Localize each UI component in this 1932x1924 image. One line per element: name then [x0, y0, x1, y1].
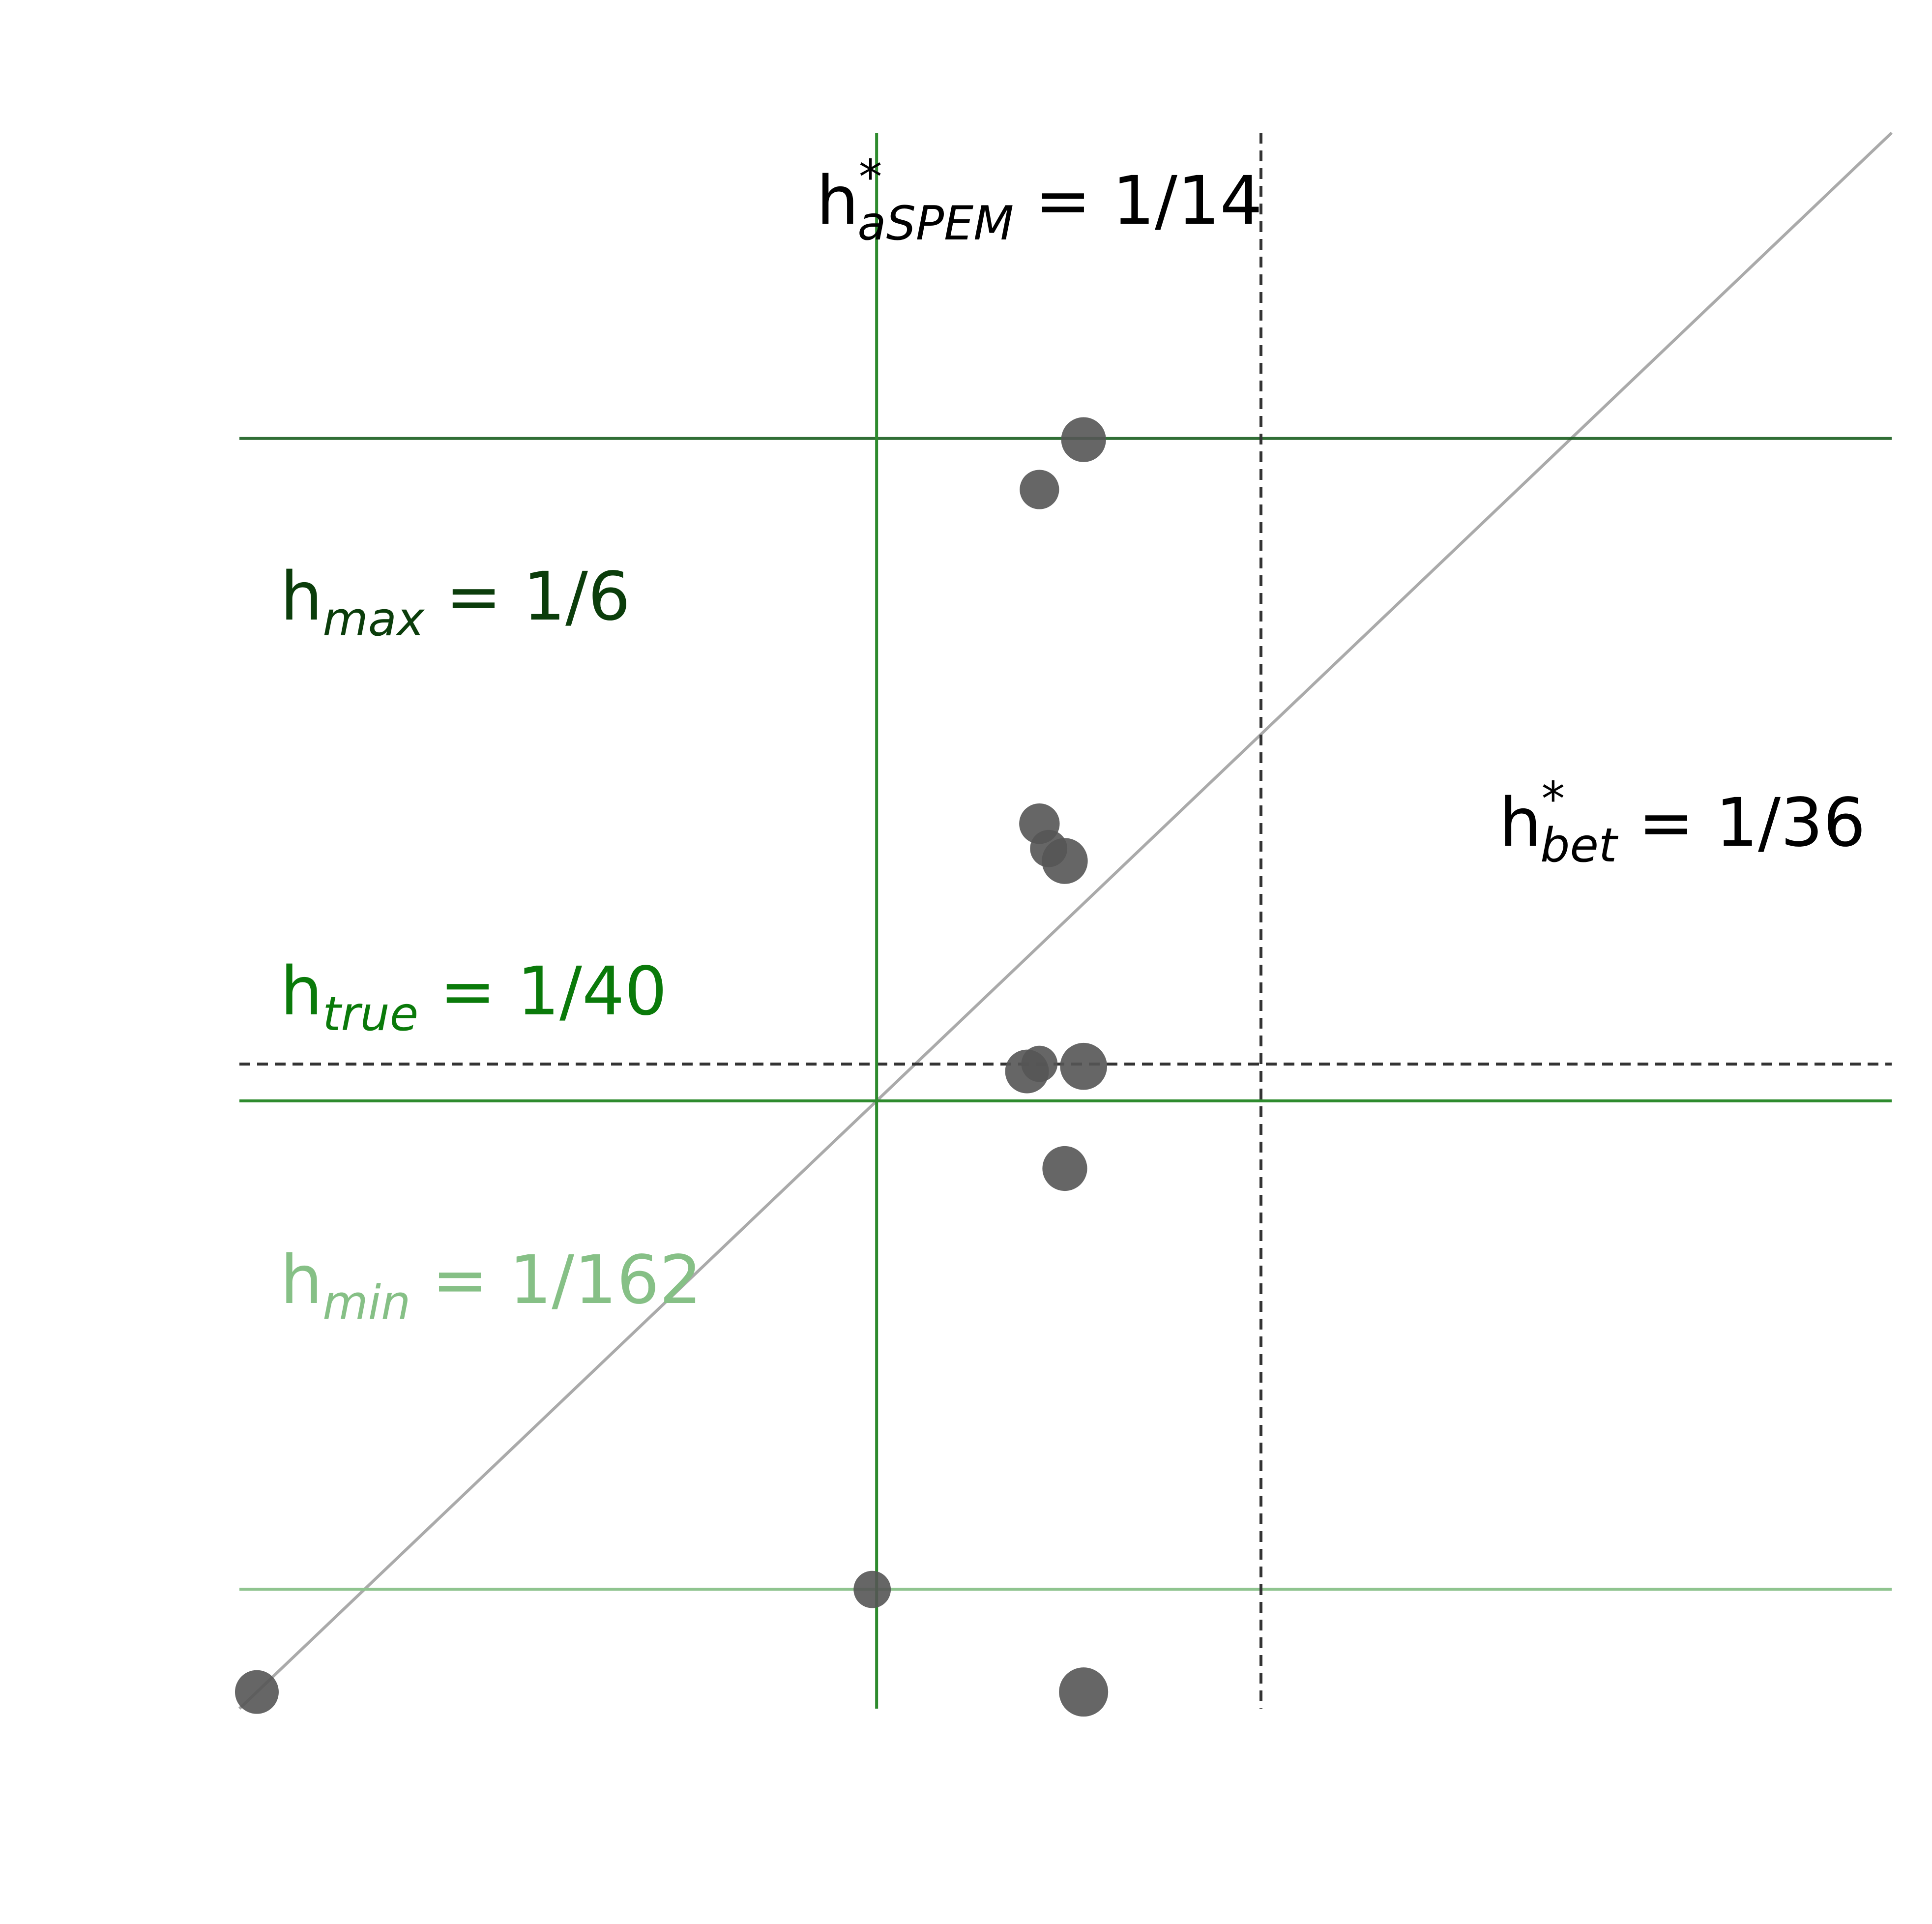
scatter-point — [1060, 1042, 1107, 1090]
label-h-aspem-subscript: aSPEM — [857, 197, 1014, 251]
label-h-bet-base: h — [1499, 784, 1541, 862]
label-h-true-base: h — [280, 953, 322, 1031]
scatter-point — [1042, 1146, 1087, 1191]
scatter-point — [1020, 470, 1059, 509]
label-h-bet-subscript: bet — [1540, 819, 1619, 873]
scatter-point — [1042, 838, 1088, 884]
label-h-max: hmax = 1/6 — [280, 558, 630, 647]
label-h-min-subscript: min — [322, 1276, 410, 1330]
label-h-aspem: h*aSPEM = 1/14 — [817, 150, 1262, 251]
label-h-bet-superscript: * — [1542, 772, 1565, 827]
label-h-min: hmin = 1/162 — [280, 1242, 702, 1330]
label-h-max-base: h — [280, 558, 322, 636]
label-h-aspem-base: h — [817, 162, 859, 240]
scatter-point — [853, 1570, 891, 1608]
label-h-bet: h*bet = 1/36 — [1499, 772, 1866, 873]
scatter-point — [1061, 417, 1106, 462]
identity-line — [238, 131, 1893, 1710]
label-h-max-value: = 1/6 — [424, 558, 630, 636]
label-h-true-subscript: true — [322, 987, 418, 1041]
label-h-max-subscript: max — [322, 592, 425, 647]
plot-points — [234, 417, 1109, 1717]
scatter-point — [1059, 1667, 1109, 1717]
label-h-aspem-value: = 1/14 — [1014, 162, 1262, 240]
scatter-point — [1021, 1045, 1058, 1082]
label-h-min-value: = 1/162 — [410, 1242, 702, 1319]
label-h-true-value: = 1/40 — [418, 953, 667, 1031]
label-h-bet-value: = 1/36 — [1617, 784, 1866, 862]
label-h-min-base: h — [280, 1242, 322, 1319]
plot-labels: hmax = 1/6 htrue = 1/40 hmin = 1/162 h*b… — [280, 150, 1866, 1330]
label-h-true: htrue = 1/40 — [280, 953, 667, 1041]
scatter-point — [234, 1670, 279, 1714]
label-h-aspem-superscript: * — [859, 150, 882, 205]
